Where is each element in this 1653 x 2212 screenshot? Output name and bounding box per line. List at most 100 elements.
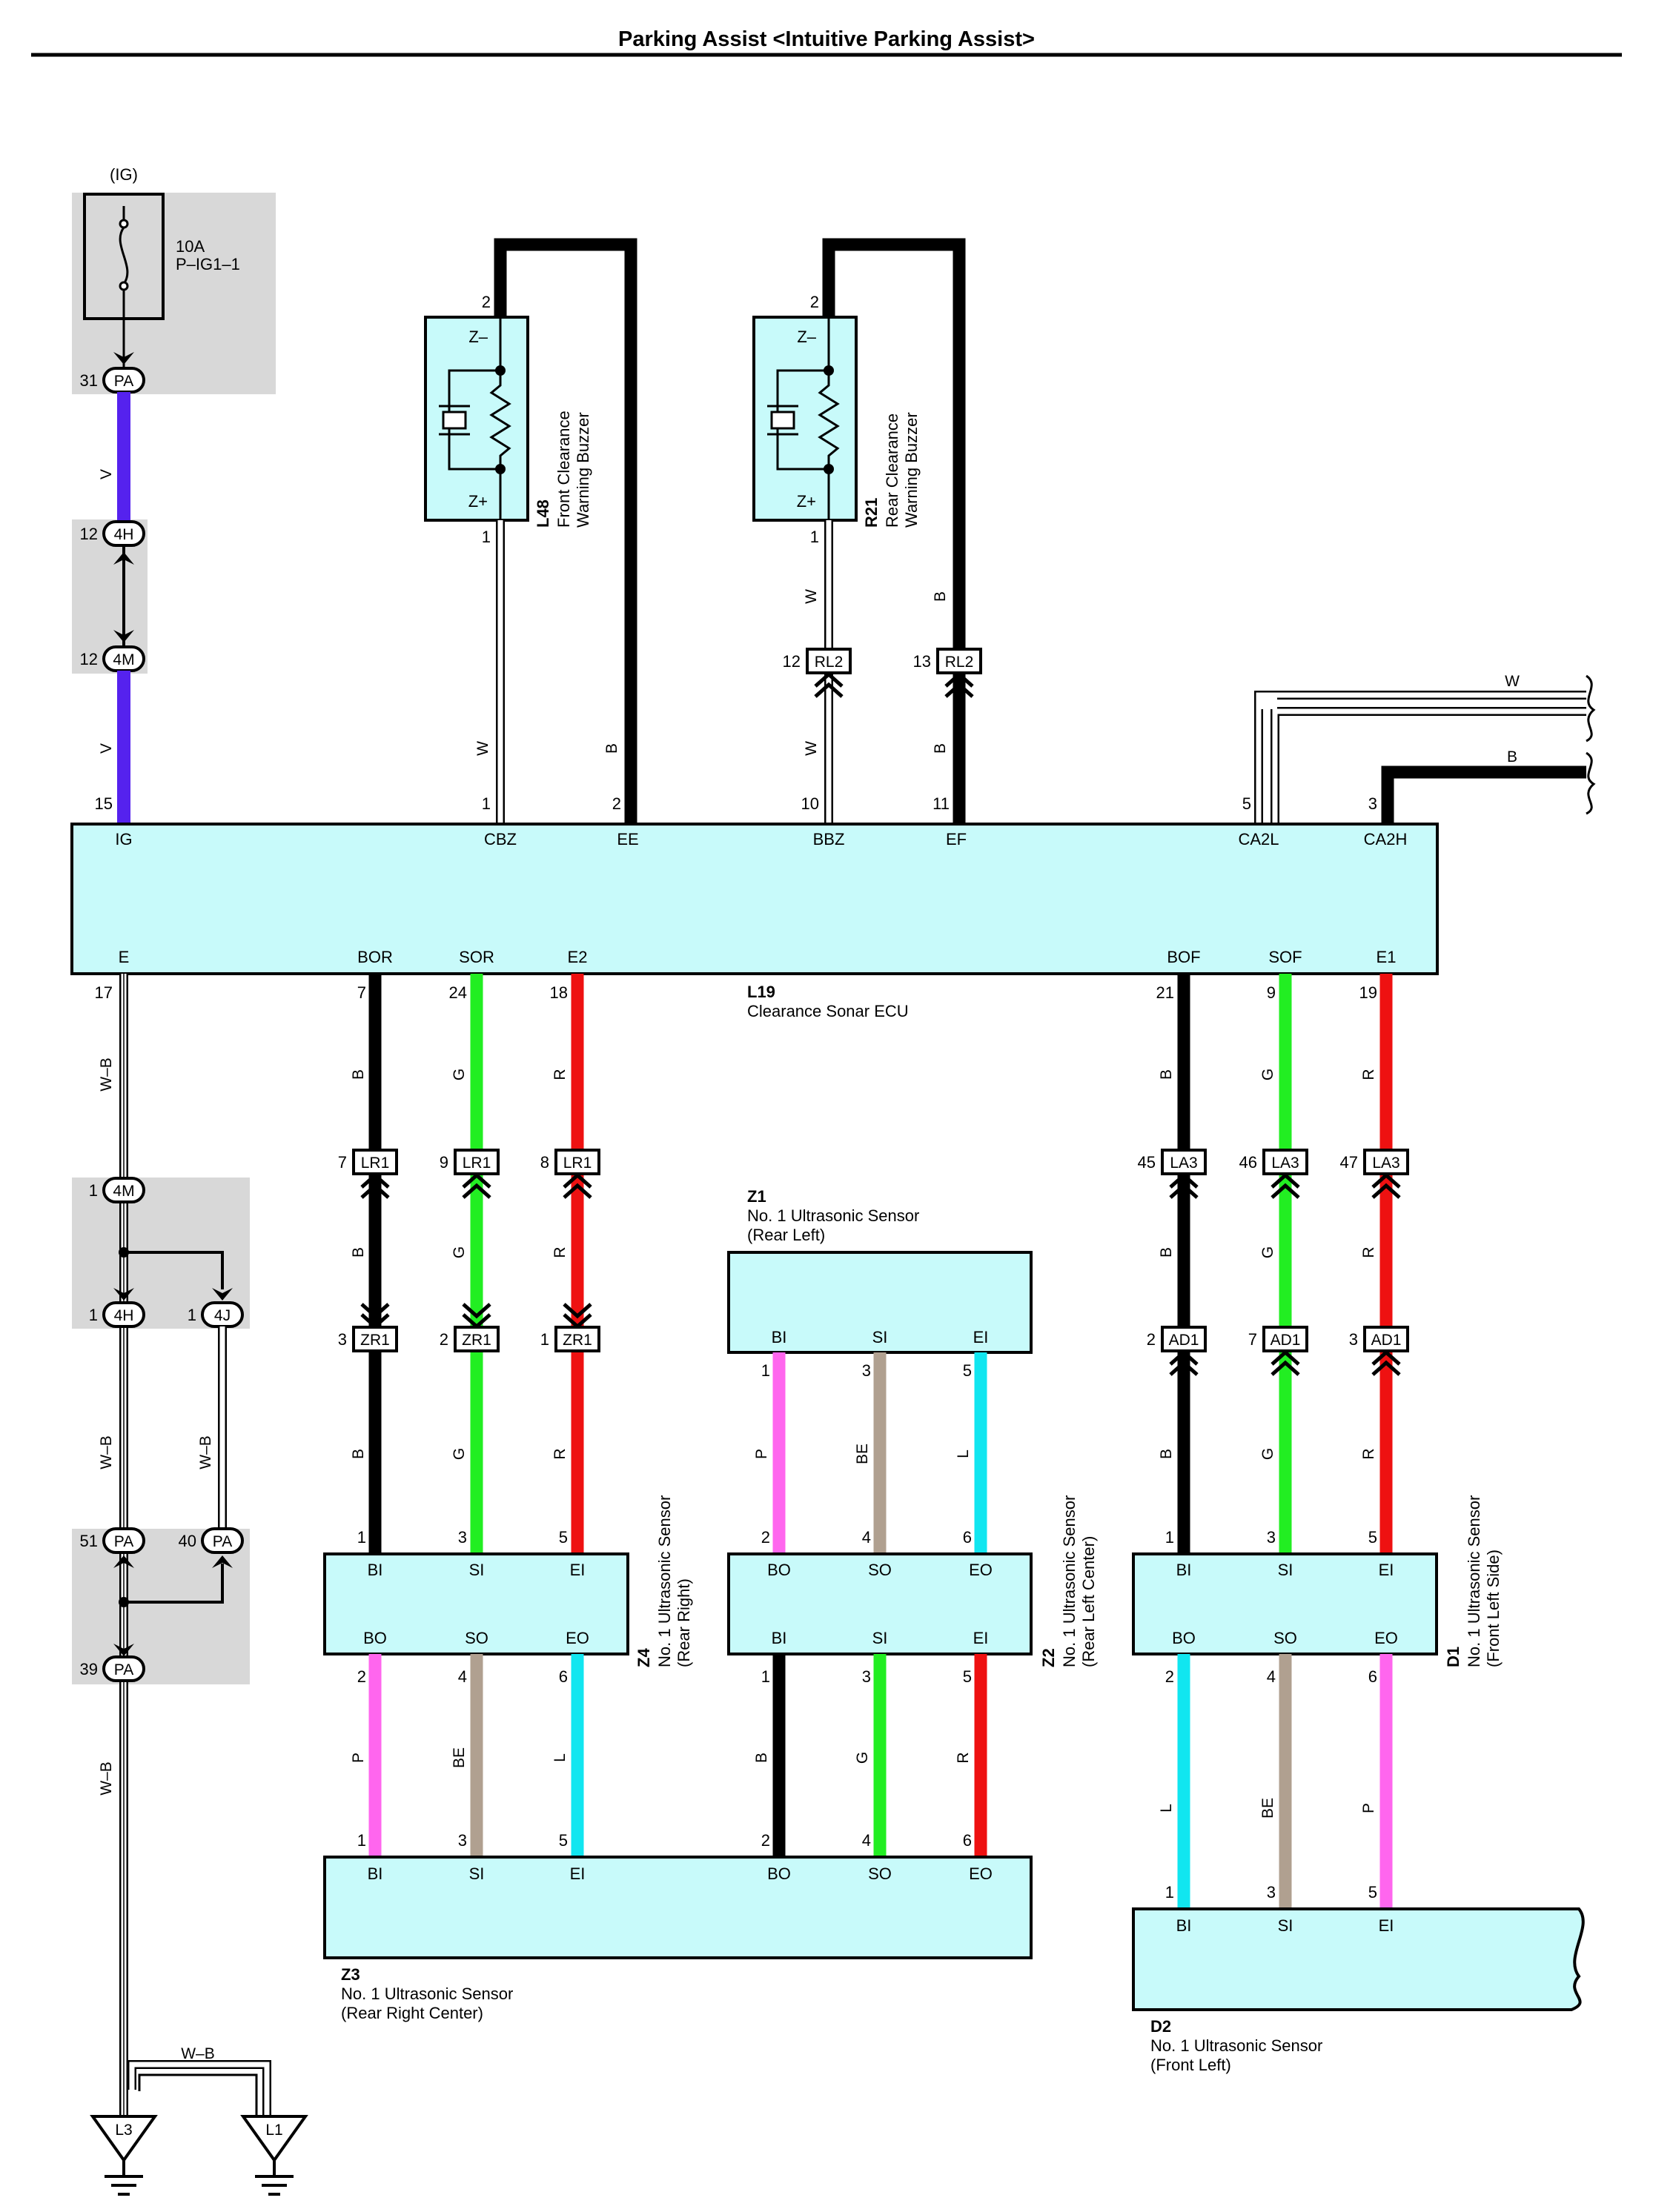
z1-location: (Rear Left) [747,1226,825,1244]
connector-lr1-7-pin: 7 [338,1153,347,1172]
z2-pin-name-bo: BO [767,1561,791,1579]
wire-code-g-sor: G [451,1069,468,1080]
z3-pin-1: 1 [357,1831,366,1850]
connector-lr1-7-name: LR1 [361,1155,390,1172]
z3-code: Z3 [341,1965,360,1984]
front-buzzer-name-1: Front Clearance [554,411,573,528]
ecu-pin-9: 9 [1267,983,1276,1002]
junction-arrow-icon [113,1288,134,1301]
ecu-pin-21: 21 [1156,983,1174,1002]
junction-4h-12-name: 4H [114,526,134,543]
ecu-pin-3: 3 [1368,794,1377,813]
wire-code-r-zr1: R [551,1448,569,1459]
connector-ad1-3-pin: 3 [1349,1330,1358,1349]
wire-code-be-z4: BE [451,1747,468,1768]
z1-pin-name-si: SI [872,1328,888,1346]
ecu-code: L19 [747,983,775,1001]
connector-zr1-2-pin: 2 [440,1330,448,1349]
z3-pin-3: 3 [458,1831,467,1850]
ecu-pin-name-ca2l: CA2L [1238,830,1279,848]
z4-location: (Rear Right) [675,1578,693,1667]
junction-pa-40 [201,1527,244,1554]
wire-code-g-la3: G [1259,1246,1276,1258]
ecu-pin-name-bor: BOR [357,948,393,966]
d1-name: No. 1 Ultrasonic Sensor [1465,1495,1483,1667]
connector-ad1-3-name: AD1 [1371,1332,1402,1349]
rear-buzzer-pin-2: 2 [810,293,819,311]
junction-arrow-icon [212,1288,233,1301]
z1-pin-1: 1 [761,1361,770,1380]
ecu-pin-name-sor: SOR [459,948,494,966]
connector-la3-45-name: LA3 [1170,1155,1197,1172]
wire-code-r-e1: R [1360,1069,1377,1080]
junction-4m-1 [102,1177,145,1203]
z3-pin-name-bi: BI [368,1864,383,1883]
front-buzzer-code: L48 [534,499,552,528]
junction-pa-31-pin: 31 [80,371,98,390]
wire-code-p-z4: P [350,1753,367,1763]
z1-name: No. 1 Ultrasonic Sensor [747,1206,919,1225]
wire-code-r-lr1: R [551,1246,569,1258]
z4-pin-name-eo: EO [566,1629,589,1647]
ig-label: (IG) [110,165,138,184]
connector-ad1-2-name: AD1 [1169,1332,1199,1349]
junction-4h-1-pin: 1 [89,1306,98,1324]
d1-code: D1 [1444,1647,1462,1667]
z4-code: Z4 [635,1648,653,1667]
junction-pa-51-name: PA [114,1533,133,1550]
wire-code-b-zr1: B [350,1449,367,1459]
connector-zr1-3-name: ZR1 [360,1332,390,1349]
connector-la3-47-name: LA3 [1372,1155,1399,1172]
z3-pin-4: 4 [862,1831,871,1850]
z3-location: (Rear Right Center) [341,2004,483,2022]
junction-pa-31-name: PA [114,373,133,390]
z2-pin-5: 5 [963,1667,972,1686]
d2-pin-3: 3 [1267,1883,1276,1902]
junction-shade-fuse [72,193,276,394]
connector-zr1-2 [454,1326,500,1352]
wire-code-g-ad1: G [1259,1448,1276,1460]
wire-code-w-ca2l: W [1505,673,1520,690]
z4-pin-3: 3 [458,1528,467,1547]
wire-code-b-ad1: B [1158,1449,1175,1459]
wire-code-be-z1: BE [854,1444,871,1464]
ecu-pin-2: 2 [612,794,621,813]
connector-arrow-icon [814,671,844,698]
wire-code-wb-3: W–B [197,1435,214,1469]
d2-code: D2 [1150,2017,1171,2036]
connector-lr1-9 [454,1149,500,1175]
d1-pin-4: 4 [1267,1667,1276,1686]
front-buzzer-z-plus: Z+ [468,492,488,511]
junction-4m-12-pin: 12 [80,650,98,668]
ground-l1-label: L1 [265,2122,282,2139]
d1-pin-name-so: SO [1273,1629,1297,1647]
ecu-pin-name-e2: E2 [568,948,588,966]
ecu-pin-17: 17 [95,983,113,1002]
junction-pa-40-name: PA [213,1533,232,1550]
connector-la3-47-pin: 47 [1340,1153,1358,1172]
z3-pin-5: 5 [559,1831,568,1850]
wire-code-l-z1: L [955,1449,972,1458]
ecu-pin-name-ca2h: CA2H [1364,830,1408,848]
z2-pin-1: 1 [761,1667,770,1686]
z2-name: No. 1 Ultrasonic Sensor [1060,1495,1079,1667]
z1-code: Z1 [747,1187,766,1206]
connector-zr1-3 [352,1326,398,1352]
z1-pin-name-ei: EI [973,1328,989,1346]
ecu-pin-24: 24 [449,983,467,1002]
junction-4m-1-pin: 1 [89,1181,98,1200]
d2-pin-name-ei: EI [1379,1916,1394,1935]
wire-code-b-bof: B [1158,1069,1175,1080]
wire-break-icon [1586,674,1596,743]
wire-code-g-sof: G [1259,1069,1276,1080]
rear-buzzer-name-1: Rear Clearance [883,413,901,528]
junction-pa-39-pin: 39 [80,1660,98,1678]
wire-code-r-la3: R [1360,1246,1377,1258]
junction-pa-51-pin: 51 [80,1532,98,1550]
ecu-pin-18: 18 [550,983,568,1002]
fuse-icon [119,206,129,319]
z3-name: No. 1 Ultrasonic Sensor [341,1985,513,2003]
z1-pin-5: 5 [963,1361,972,1380]
z2-code: Z2 [1039,1648,1058,1667]
wire-code-g-z2: G [854,1752,871,1764]
